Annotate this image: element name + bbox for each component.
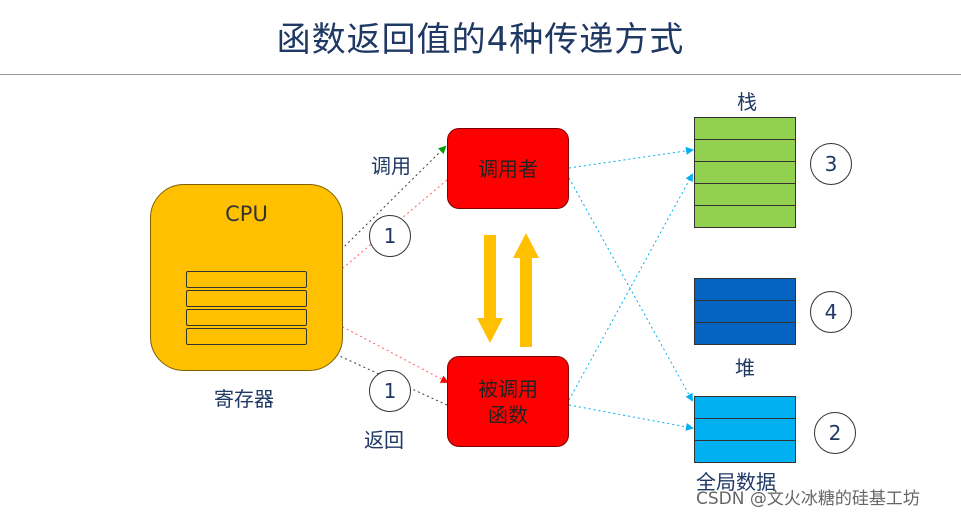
heap-row [694,322,796,345]
stack-row [694,205,796,228]
callee-box: 被调用 函数 [447,356,569,447]
global-row [694,440,796,463]
down-arrow [477,235,503,343]
watermark: CSDN @文火冰糖的硅基工坊 [696,489,920,509]
cpu-label: CPU [225,202,268,226]
global-label: 全局数据 [696,470,776,494]
callee-global-connector [568,404,694,431]
stack-row [694,117,796,140]
global-row [694,396,796,419]
heap-label: 堆 [735,356,755,380]
step-circle-bottom: 1 [369,370,411,412]
call-label: 调用 [371,154,411,178]
register-slot [186,290,307,307]
up-arrow [513,233,539,347]
caller-stack-connector [568,146,694,169]
stack-label: 栈 [737,90,757,114]
register-caption: 寄存器 [214,387,274,411]
page-title: 函数返回值的4种传递方式 [276,20,685,60]
stack-row [694,161,796,184]
global-row [694,418,796,441]
heap-row [694,278,796,301]
step-circle-global: 2 [814,412,856,454]
caller-global-connector [568,177,693,402]
stack-row [694,139,796,162]
caller-box: 调用者 [447,128,569,209]
return-label: 返回 [364,428,404,452]
step-circle-top: 1 [369,215,411,257]
step-circle-heap: 4 [810,291,852,333]
stack-row [694,183,796,206]
heap-row [694,300,796,323]
title-divider [0,74,961,75]
register-slot [186,328,307,345]
register-slot [186,271,307,288]
step-circle-stack: 3 [810,143,852,185]
register-slot [186,309,307,326]
